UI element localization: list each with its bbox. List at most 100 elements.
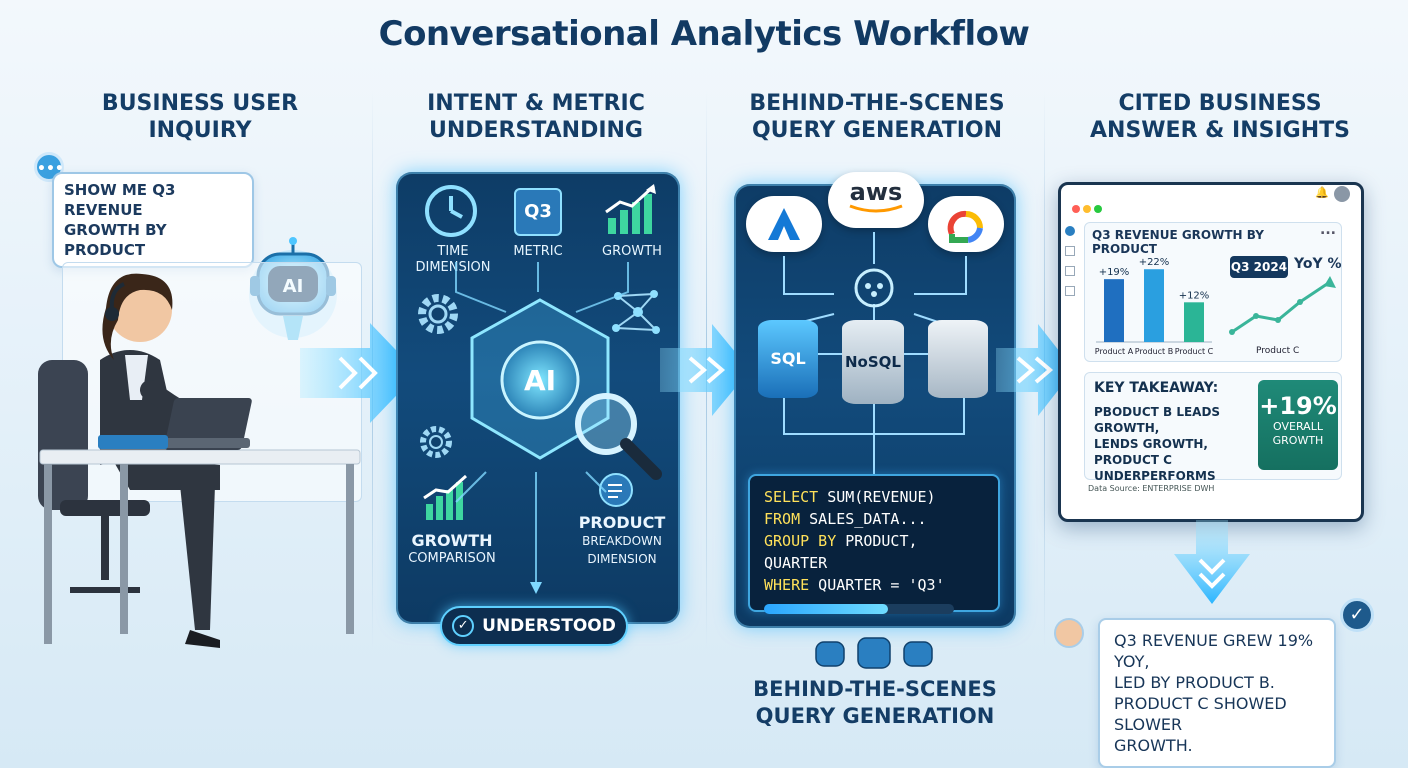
stage-title-line: CITED BUSINESS [1118,91,1322,116]
clock-icon [425,185,477,237]
stage-title-line: UNDERSTANDING [428,118,643,143]
minimize-dot-icon[interactable] [1083,205,1091,213]
business-user-illustration [38,273,361,648]
more-menu-icon[interactable]: ... [1320,222,1336,238]
period-badge: Q3 2024 [1230,256,1288,278]
azure-cloud-icon [746,196,822,252]
sql-line: FROM SALES_DATA... [764,508,984,530]
yoy-label: YoY % [1294,256,1342,272]
window-controls [1072,198,1112,213]
growth-chart-icon [605,184,656,234]
sql-line: WHERE QUARTER = 'Q3' [764,574,984,596]
understood-status-button[interactable]: ✓UNDERSTOOD [440,606,628,646]
sql-keyword: FROM [764,510,801,528]
stage-title-line: ANSWER & INSIGHTS [1090,118,1350,143]
ai-core-icon: AI [470,298,610,460]
category-label: Product A [1095,347,1134,356]
database-icon [928,320,988,398]
down-arrow-icon [1174,520,1250,604]
chat-dots-icon: ••• [34,152,64,182]
revenue-chart-card [1084,222,1342,362]
database-cluster-icon [815,637,933,669]
sql-text: SUM(REVENUE) [818,488,936,506]
chart-title: Q3 REVENUE GROWTH BY PRODUCT [1092,228,1264,256]
intent-connectors [455,262,629,594]
maximize-dot-icon[interactable] [1094,205,1102,213]
label-line: PRODUCT [578,513,666,532]
bubble-text: SHOW ME Q3 REVENUE [64,181,176,219]
key-takeaway-title: KEY TAKEAWAY: [1094,380,1219,396]
overall-growth-value: +19% [1259,392,1337,420]
sidebar-item-icon[interactable] [1065,266,1075,276]
sql-keyword: WHERE [764,576,810,594]
ai-core-label: AI [524,364,556,397]
overall-growth-tile: +19% OVERALL GROWTH [1258,380,1338,470]
answer-line: Q3 REVENUE GREW 19% YoY, [1114,631,1314,671]
gear-icon [418,294,458,334]
overall-growth-label: OVERALL [1273,420,1323,433]
user-query-bubble: SHOW ME Q3 REVENUE GROWTH BY PRODUCT [52,172,254,268]
query-progress-bar [764,604,954,614]
sql-text: SALES_DATA... [800,510,927,528]
bar [1104,279,1124,342]
sidebar-nav [1062,222,1078,332]
stage-title-intent: INTENT & METRIC UNDERSTANDING [376,90,696,144]
label-line: GROWTH [411,531,493,550]
stage-title-line: BUSINESS USER [101,91,299,116]
sql-line: GROUP BY PRODUCT, QUARTER [764,530,984,574]
data-flow-connectors [783,232,967,474]
google-cloud-icon [928,196,1004,252]
close-dot-icon[interactable] [1072,205,1080,213]
query-progress-fill [764,604,888,614]
nosql-database-icon: NoSQL [842,320,904,404]
bell-icon[interactable]: 🔔 [1315,186,1329,199]
sql-text: PRODUCT, QUARTER [764,532,918,572]
avatar[interactable] [1334,186,1350,202]
flow-arrow-icon [660,324,750,416]
data-label: +19% [1099,267,1130,278]
stage-title-line: BEHIND-THE-SCENES [749,91,1005,116]
metric-q3-badge: Q3 [514,188,562,236]
sql-keyword: GROUP BY [764,532,837,550]
sidebar-item-icon[interactable] [1065,286,1075,296]
list-search-icon [599,473,633,507]
bar-chart: +19%Product A+22%Product B+12%Product C [1095,257,1214,356]
label-line: BREAKDOWN [582,534,662,548]
stage-title-answer: CITED BUSINESS ANSWER & INSIGHTS [1050,90,1390,144]
footer-line: QUERY GENERATION [755,704,995,728]
data-label: +12% [1179,290,1210,301]
data-label: +22% [1139,257,1170,268]
flow-arrow-icon [300,323,418,423]
takeaway-line: PBODUCT B LEADS GROWTH, [1094,405,1221,435]
time-dimension-label: TIME DIMENSION [415,244,491,275]
sql-line: SELECT SUM(REVENUE) [764,486,984,508]
sidebar-item-icon[interactable] [1065,246,1075,256]
label-line: DIMENSION [587,552,657,566]
category-label: Product B [1135,347,1173,356]
stage-title-line: INQUIRY [148,118,252,143]
bubble-text: GROWTH BY PRODUCT [64,221,167,259]
understood-label: UNDERSTOOD [482,616,616,636]
stage-title-line: INTENT & METRIC [427,91,645,116]
label-line: COMPARISON [408,551,496,566]
stage-title-line: QUERY GENERATION [751,118,1002,143]
magnifier-icon [575,393,662,480]
aws-label: aws [849,178,903,206]
final-answer-bubble: Q3 REVENUE GREW 19% YoY, LED BY PRODUCT … [1098,618,1336,768]
key-takeaway-text: PBODUCT B LEADS GROWTH, LENDS GROWTH, PR… [1094,404,1254,484]
gear-icon [420,426,452,458]
sidebar-item-icon[interactable] [1065,226,1075,236]
flow-arrow-icon [996,324,1074,416]
sql-code-block: SELECT SUM(REVENUE) FROM SALES_DATA... G… [748,474,1000,614]
sql-database-icon: SQL [758,320,818,398]
check-circle-icon: ✓ [1340,598,1374,632]
network-icon [612,290,660,334]
stage-title-query: BEHIND-THE-SCENES QUERY GENERATION [712,90,1042,144]
answer-line: GROWTH. [1114,736,1193,755]
data-source-note: Data Source: ENTERPRISE DWH [1088,484,1215,493]
bar [1184,302,1204,342]
trend-line-chart [1229,276,1336,335]
bar [1144,269,1164,342]
footer-line: BEHIND-THE-SCENES [753,677,997,701]
page-title: Conversational Analytics Workflow [378,14,1030,54]
